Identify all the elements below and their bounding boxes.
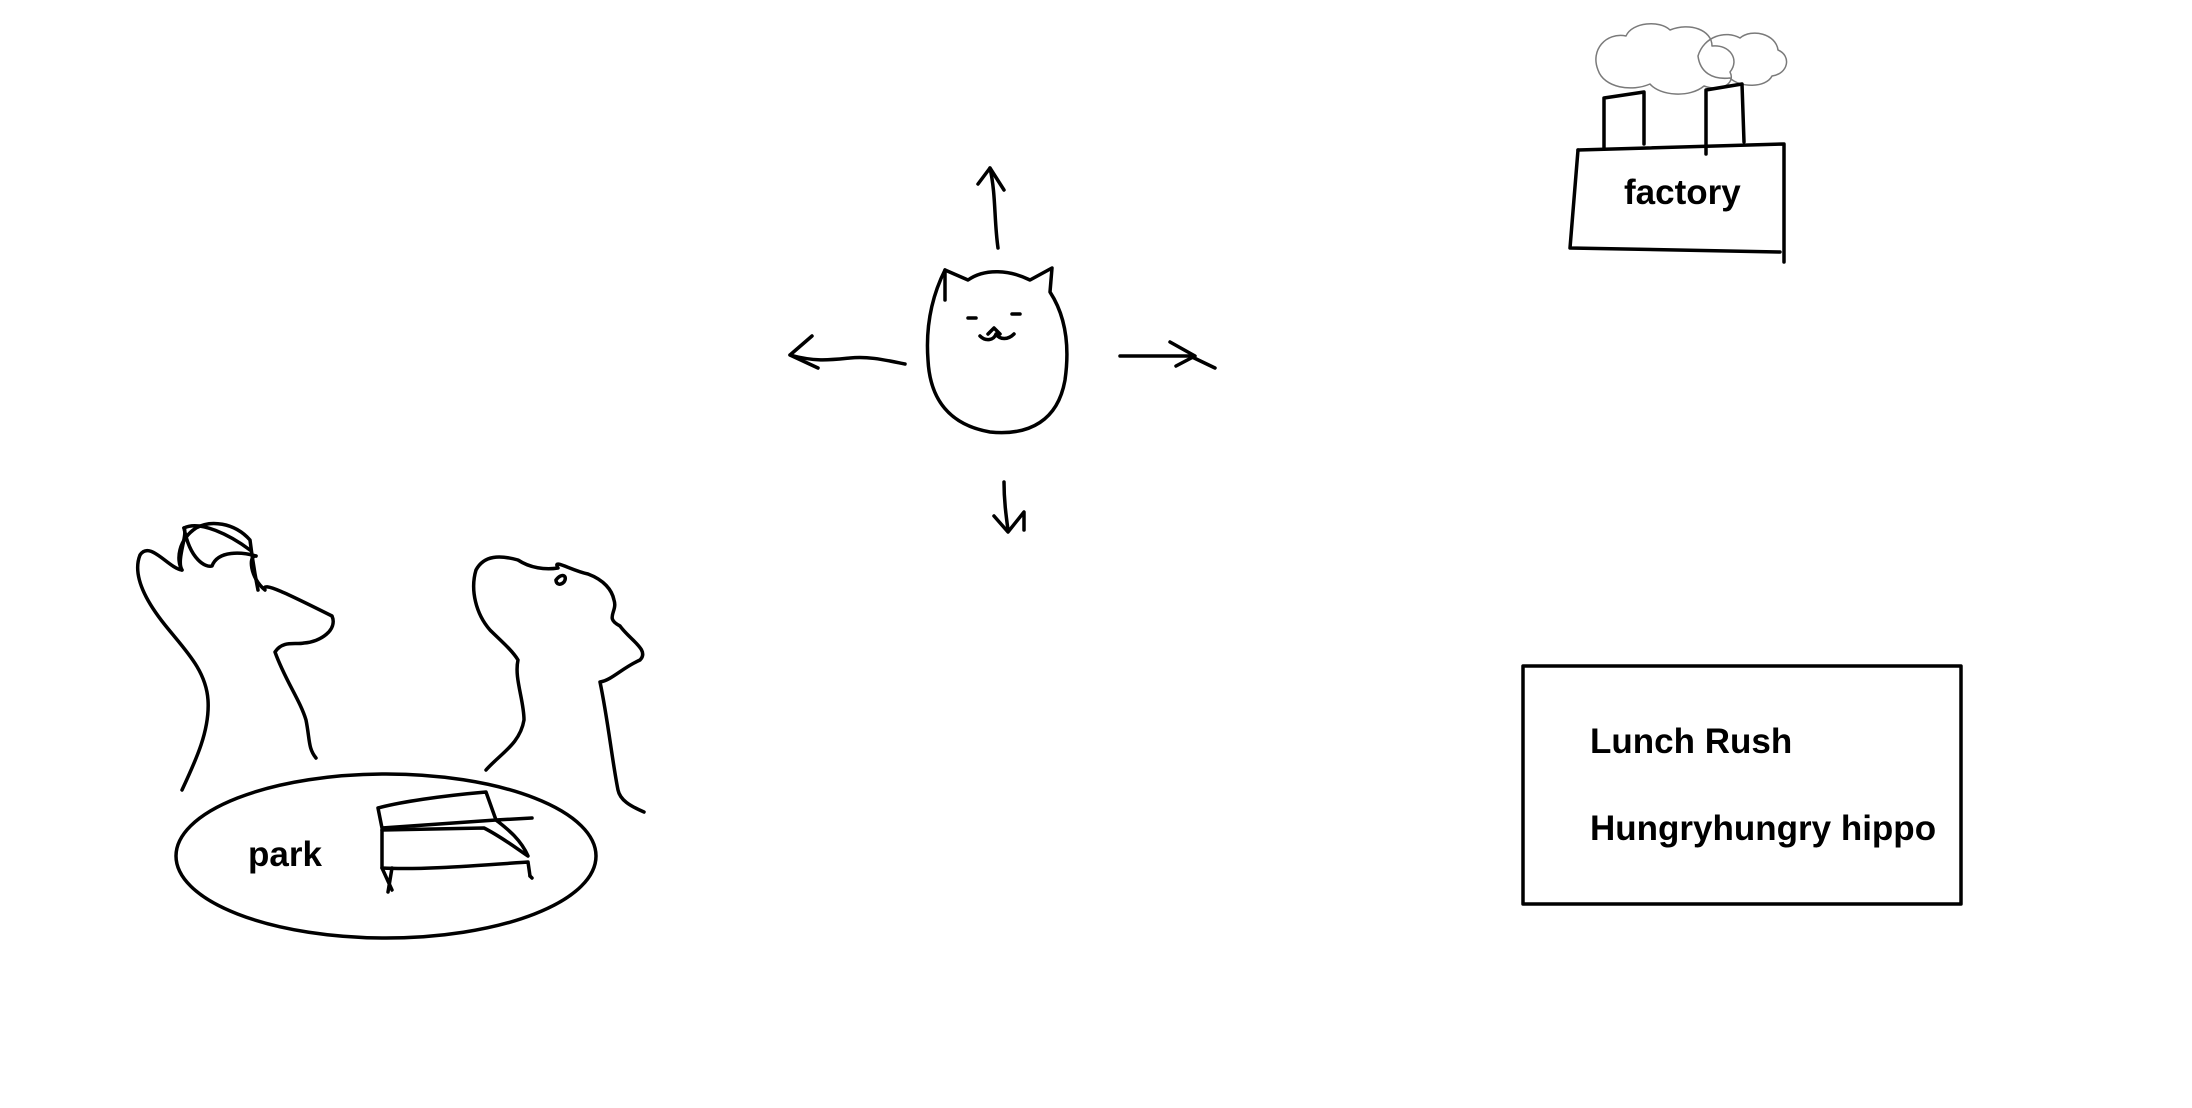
factory-icon (1568, 82, 1786, 264)
info-panel: Lunch Rush Hungryhungry hippo (1521, 664, 1963, 906)
cat-player-icon[interactable] (925, 266, 1069, 435)
factory-location[interactable]: factory (1568, 23, 1788, 264)
smoke-cloud-icon (1595, 23, 1788, 95)
tree-left-icon (135, 521, 335, 792)
park-label: park (248, 835, 322, 874)
move-right-arrow-icon[interactable] (1118, 340, 1217, 370)
park-area-icon (174, 772, 598, 940)
move-down-arrow-icon[interactable] (992, 480, 1026, 534)
factory-label: factory (1624, 173, 1741, 212)
bench-icon (376, 790, 534, 894)
tree-right-icon (471, 555, 646, 814)
move-up-arrow-icon[interactable] (976, 166, 1006, 250)
park-location[interactable]: park (135, 521, 646, 940)
panel-line-2: Hungryhungry hippo (1590, 809, 1936, 848)
move-left-arrow-icon[interactable] (788, 334, 907, 370)
panel-line-1: Lunch Rush (1590, 722, 1792, 761)
